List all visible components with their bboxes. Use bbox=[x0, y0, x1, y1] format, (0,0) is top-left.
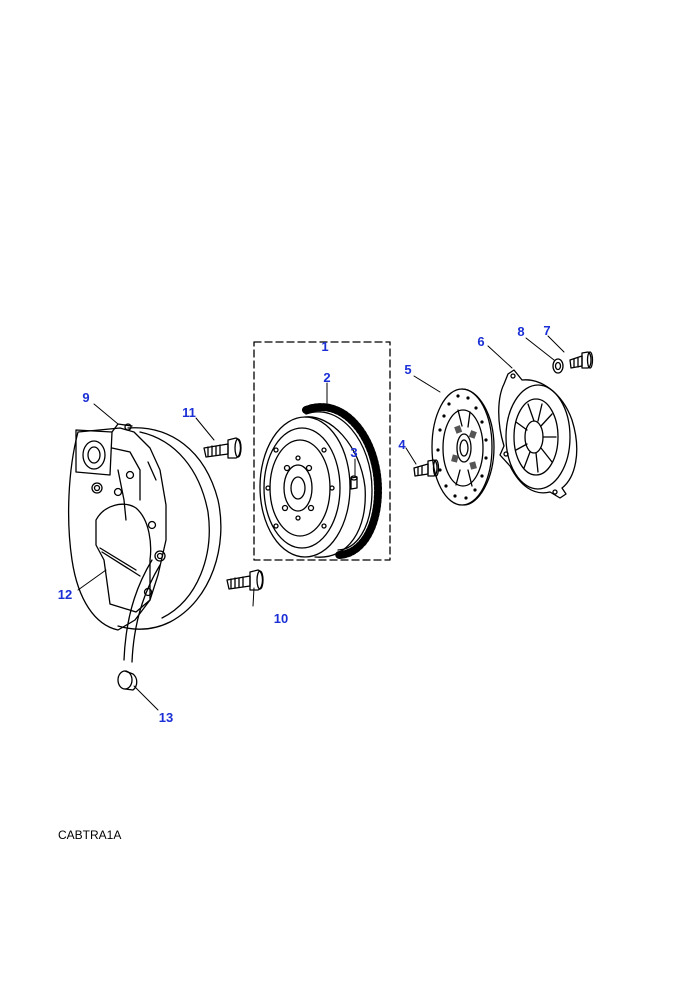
leader-lines bbox=[77, 335, 565, 711]
diagram-reference-code: CABTRA1A bbox=[58, 828, 122, 842]
callout-4: 4 bbox=[398, 437, 406, 452]
callout-3: 3 bbox=[350, 445, 357, 460]
callout-11: 11 bbox=[182, 405, 196, 420]
callout-8: 8 bbox=[517, 324, 524, 339]
callout-5: 5 bbox=[404, 362, 411, 377]
callout-13: 13 bbox=[159, 710, 173, 725]
clutch-disc bbox=[431, 388, 495, 506]
callout-6: 6 bbox=[477, 334, 484, 349]
callout-1: 1 bbox=[321, 339, 328, 354]
callout-12: 12 bbox=[58, 587, 72, 602]
spring-washer bbox=[552, 358, 564, 374]
bolt-10 bbox=[226, 569, 264, 591]
flywheel-assembly-box bbox=[253, 341, 391, 561]
pressure-plate bbox=[498, 369, 578, 499]
callout-10: 10 bbox=[274, 611, 288, 626]
callout-labels: 1 2 3 4 5 6 7 8 9 10 11 12 13 bbox=[58, 323, 551, 725]
bolt-7 bbox=[569, 351, 594, 369]
dowel-pin bbox=[350, 475, 358, 490]
bolt-11 bbox=[203, 437, 242, 459]
housing-plug bbox=[117, 670, 138, 691]
callout-2: 2 bbox=[323, 370, 330, 385]
flywheel-housing bbox=[68, 423, 222, 663]
callout-9: 9 bbox=[82, 390, 89, 405]
flywheel bbox=[259, 403, 382, 559]
callout-7: 7 bbox=[543, 323, 550, 338]
